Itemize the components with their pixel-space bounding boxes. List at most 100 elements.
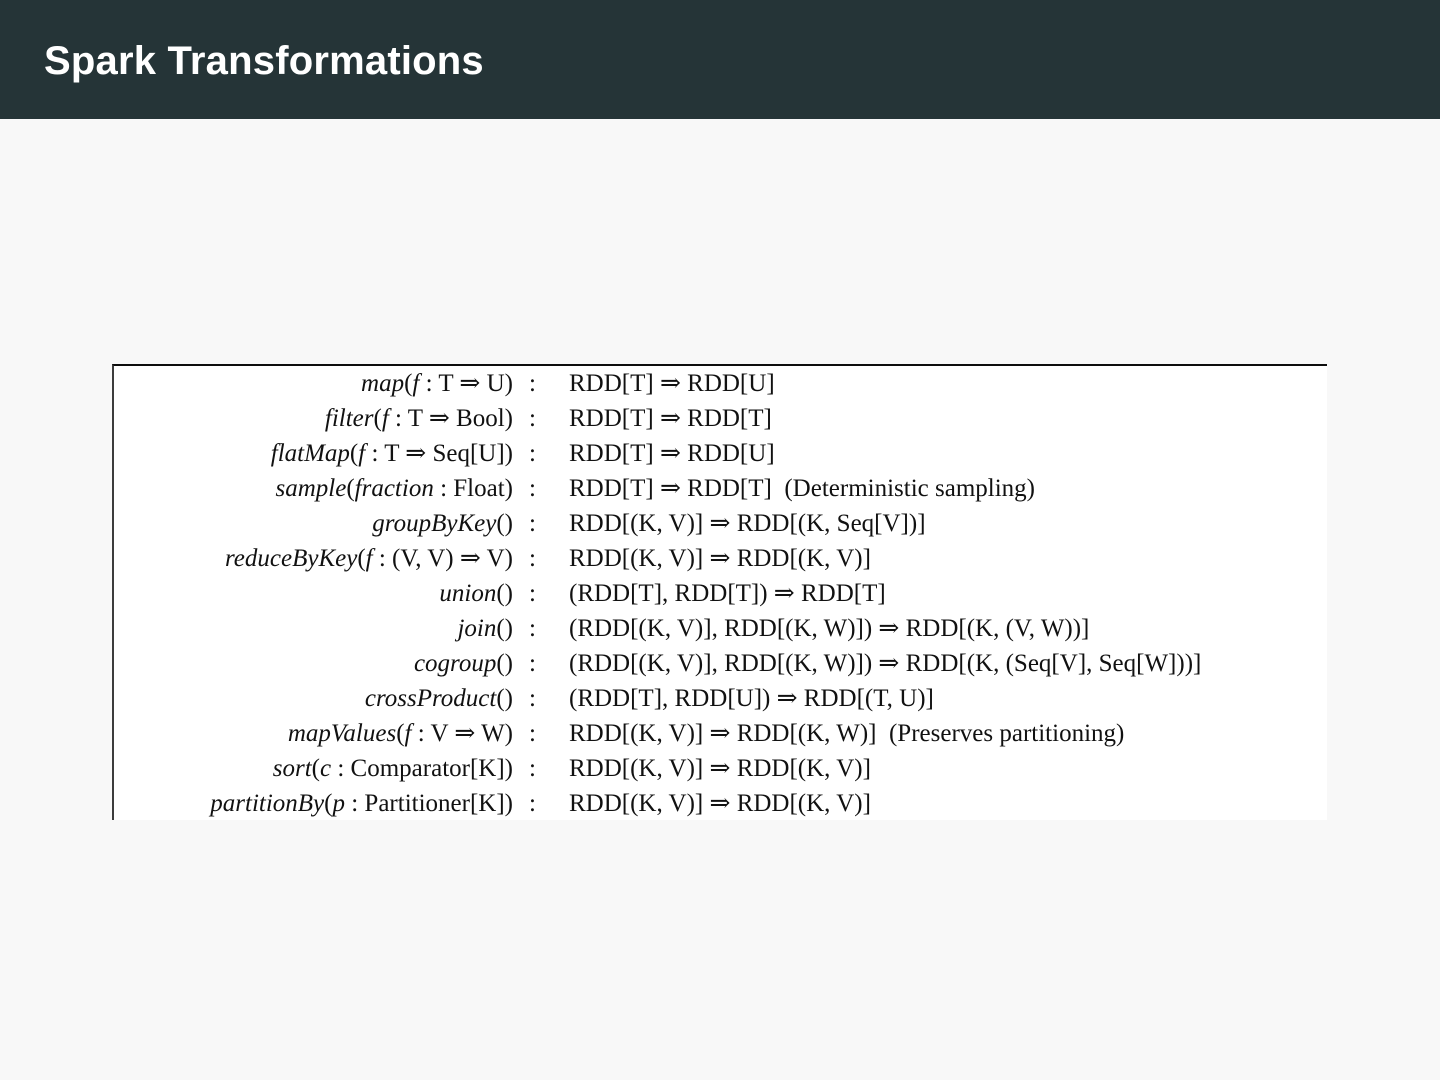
signature-args: ()	[496, 615, 513, 642]
separator-colon: :	[529, 440, 536, 467]
parameter-type: : Partitioner[K])	[344, 790, 513, 817]
signature-cell: map(f : T ⇒ U)	[114, 366, 513, 401]
table-row: union(): (RDD[T], RDD[T]) ⇒ RDD[T]	[114, 576, 1327, 611]
signature-cell: union()	[114, 576, 513, 611]
type-signature: RDD[T] ⇒ RDD[U]	[569, 370, 775, 397]
type-signature: (RDD[T], RDD[U]) ⇒ RDD[(T, U)]	[569, 685, 934, 712]
parameter-type: : (V, V) ⇒ V)	[372, 545, 513, 572]
parameter-type: : T ⇒ Seq[U])	[365, 440, 513, 467]
function-name: union	[439, 580, 497, 607]
type-signature: RDD[(K, V)] ⇒ RDD[(K, Seq[V])]	[569, 510, 926, 537]
type-cell: RDD[T] ⇒ RDD[T]	[569, 401, 772, 436]
type-cell: (RDD[T], RDD[T]) ⇒ RDD[T]	[569, 576, 886, 611]
parameter-type: : T ⇒ U)	[419, 370, 513, 397]
separator-colon: :	[529, 405, 536, 432]
signature-args: ()	[496, 685, 513, 712]
type-signature: (RDD[(K, V)], RDD[(K, W)]) ⇒ RDD[(K, (V,…	[569, 615, 1090, 642]
paren-open: (	[311, 755, 320, 782]
type-signature: (RDD[(K, V)], RDD[(K, W)]) ⇒ RDD[(K, (Se…	[569, 650, 1202, 677]
separator-colon: :	[529, 720, 536, 747]
parameter-type: : V ⇒ W)	[411, 720, 513, 747]
type-cell: RDD[(K, V)] ⇒ RDD[(K, V)]	[569, 541, 871, 576]
type-cell: RDD[(K, V)] ⇒ RDD[(K, V)]	[569, 751, 871, 786]
type-note: (Preserves partitioning)	[876, 720, 1125, 747]
parameter-name: f	[365, 545, 373, 572]
type-cell: (RDD[(K, V)], RDD[(K, W)]) ⇒ RDD[(K, (V,…	[569, 611, 1089, 646]
paren-open: (	[346, 475, 355, 502]
function-name: groupByKey	[372, 510, 497, 537]
function-name: flatMap	[270, 440, 350, 467]
type-signature: RDD[(K, V)] ⇒ RDD[(K, V)]	[569, 755, 871, 782]
function-name: filter	[324, 405, 374, 432]
type-signature: RDD[T] ⇒ RDD[T]	[569, 405, 772, 432]
parameter-name: f	[358, 440, 366, 467]
separator-colon: :	[529, 370, 536, 397]
parameter-name: p	[332, 790, 345, 817]
type-cell: RDD[(K, V)] ⇒ RDD[(K, V)]	[569, 786, 871, 820]
signature-cell: flatMap(f : T ⇒ Seq[U])	[114, 436, 513, 471]
signature-cell: mapValues(f : V ⇒ W)	[114, 716, 513, 751]
parameter-name: fraction	[354, 475, 434, 502]
page-title: Spark Transformations	[44, 39, 484, 83]
function-name: sort	[272, 755, 312, 782]
separator-colon: :	[529, 545, 536, 572]
function-name: sample	[275, 475, 347, 502]
table-row: partitionBy(p : Partitioner[K]):RDD[(K, …	[114, 786, 1327, 820]
function-name: cogroup	[413, 650, 497, 677]
function-name: reduceByKey	[224, 545, 358, 572]
function-name: join	[457, 615, 497, 642]
type-cell: (RDD[(K, V)], RDD[(K, W)]) ⇒ RDD[(K, (Se…	[569, 646, 1201, 681]
signature-cell: reduceByKey(f : (V, V) ⇒ V)	[114, 541, 513, 576]
signature-cell: join()	[114, 611, 513, 646]
table-row: sort(c : Comparator[K]): RDD[(K, V)] ⇒ RD…	[114, 751, 1327, 786]
signature-cell: groupByKey()	[114, 506, 513, 541]
parameter-type: : T ⇒ Bool)	[388, 405, 513, 432]
table-row: filter(f : T ⇒ Bool): RDD[T] ⇒ RDD[T]	[114, 401, 1327, 436]
transformations-figure: map(f : T ⇒ U):RDD[T] ⇒ RDD[U]filter(f :…	[112, 364, 1327, 820]
table-row: join(): (RDD[(K, V)], RDD[(K, W)]) ⇒ RDD[…	[114, 611, 1327, 646]
signature-args: ()	[496, 580, 513, 607]
type-signature: RDD[T] ⇒ RDD[U]	[569, 440, 775, 467]
table-row: reduceByKey(f : (V, V) ⇒ V): RDD[(K, V)] …	[114, 541, 1327, 576]
type-signature: (RDD[T], RDD[T]) ⇒ RDD[T]	[569, 580, 886, 607]
table-row: mapValues(f : V ⇒ W):RDD[(K, V)] ⇒ RDD[(…	[114, 716, 1327, 751]
separator-colon: :	[529, 475, 536, 502]
type-cell: RDD[T] ⇒ RDD[U]	[569, 366, 775, 401]
separator-colon: :	[529, 510, 536, 537]
parameter-name: f	[412, 370, 420, 397]
function-name: partitionBy	[210, 790, 325, 817]
signature-args: ()	[496, 510, 513, 537]
signature-cell: crossProduct()	[114, 681, 513, 716]
table-row: crossProduct(): (RDD[T], RDD[U]) ⇒ RDD[(T…	[114, 681, 1327, 716]
type-signature: RDD[(K, V)] ⇒ RDD[(K, V)]	[569, 545, 871, 572]
type-signature: RDD[T] ⇒ RDD[T]	[569, 475, 772, 502]
type-signature: RDD[(K, V)] ⇒ RDD[(K, V)]	[569, 790, 871, 817]
parameter-type: : Comparator[K])	[331, 755, 513, 782]
separator-colon: :	[529, 685, 536, 712]
signature-cell: sample(fraction : Float)	[114, 471, 514, 506]
slide-header-bar: Spark Transformations	[0, 0, 1440, 119]
type-note: (Deterministic sampling)	[771, 475, 1035, 502]
table-row: sample(fraction : Float): RDD[T] ⇒ RDD[T]…	[114, 471, 1327, 506]
separator-colon: :	[529, 755, 536, 782]
signature-args: ()	[496, 650, 513, 677]
paren-open: (	[373, 405, 382, 432]
parameter-name: f	[381, 405, 389, 432]
type-cell: RDD[T] ⇒ RDD[T] (Deterministic sampling)	[569, 471, 1035, 506]
separator-colon: :	[529, 580, 536, 607]
separator-colon: :	[529, 650, 536, 677]
paren-open: (	[324, 790, 333, 817]
separator-colon: :	[529, 615, 536, 642]
function-name: crossProduct	[364, 685, 497, 712]
paren-open: (	[349, 440, 359, 467]
type-cell: (RDD[T], RDD[U]) ⇒ RDD[(T, U)]	[569, 681, 934, 716]
function-name: map	[361, 370, 405, 397]
paren-open: (	[357, 545, 366, 572]
signature-cell: sort(c : Comparator[K])	[114, 751, 513, 786]
table-row: map(f : T ⇒ U): RDD[T] ⇒ RDD[U]	[114, 366, 1327, 401]
parameter-name: f	[404, 720, 412, 747]
transformations-table: map(f : T ⇒ U):RDD[T] ⇒ RDD[U]filter(f :…	[114, 366, 1327, 820]
type-cell: RDD[(K, V)] ⇒ RDD[(K, Seq[V])]	[569, 506, 926, 541]
type-cell: RDD[T] ⇒ RDD[U]	[569, 436, 775, 471]
